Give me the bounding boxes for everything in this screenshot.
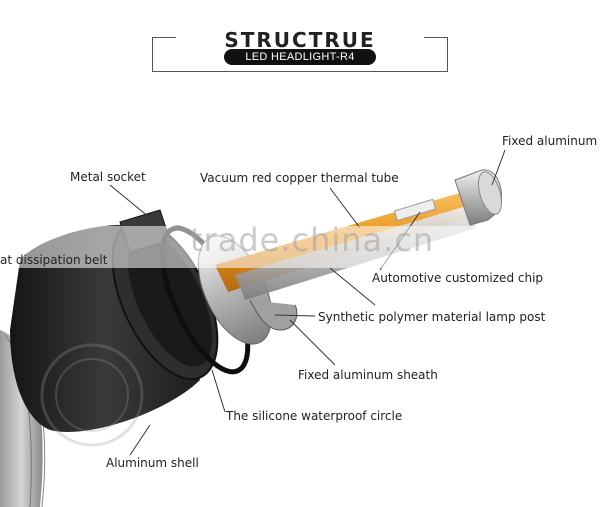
label-automotive-chip: Automotive customized chip (372, 271, 543, 285)
label-heat-dissipation-belt: at dissipation belt (0, 253, 107, 267)
label-aluminum-sheath: Fixed aluminum sheath (298, 368, 438, 382)
label-aluminum-shell: Aluminum shell (106, 456, 199, 470)
label-waterproof-circle: The silicone waterproof circle (226, 409, 402, 423)
site-watermark: trade.china.cn (190, 221, 434, 259)
label-vacuum-tube: Vacuum red copper thermal tube (200, 171, 399, 185)
label-metal-socket: Metal socket (70, 170, 146, 184)
label-fixed-aluminum: Fixed aluminum (502, 134, 597, 148)
label-lamp-post: Synthetic polymer material lamp post (318, 310, 545, 324)
